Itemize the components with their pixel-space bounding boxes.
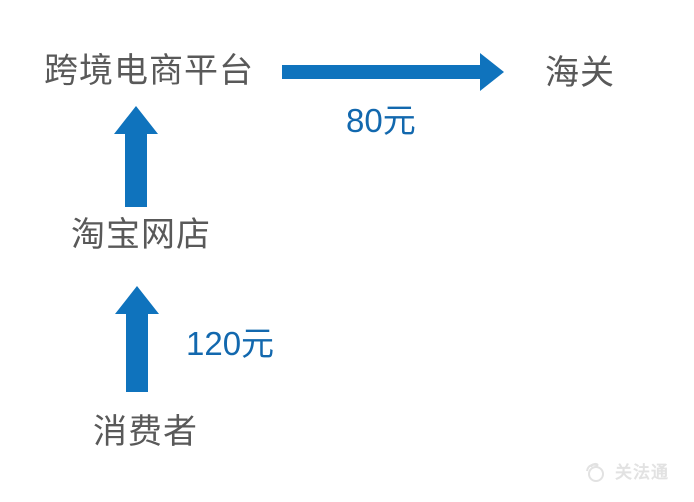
guanfatong-logo-icon: [583, 461, 609, 483]
node-cross-border-platform: 跨境电商平台: [44, 52, 254, 90]
arrow-taobao-to-platform-icon: [114, 106, 158, 207]
node-customs: 海关: [545, 54, 615, 92]
node-consumer: 消费者: [93, 413, 198, 451]
arrow-consumer-to-taobao-icon: [115, 286, 159, 392]
node-taobao-shop: 淘宝网店: [71, 216, 211, 254]
amount-label-80: 80元: [346, 102, 416, 139]
amount-label-120: 120元: [186, 325, 275, 362]
watermark-text: 关法通: [615, 462, 669, 482]
arrow-platform-to-customs-icon: [282, 53, 504, 91]
watermark: 关法通: [583, 461, 669, 483]
